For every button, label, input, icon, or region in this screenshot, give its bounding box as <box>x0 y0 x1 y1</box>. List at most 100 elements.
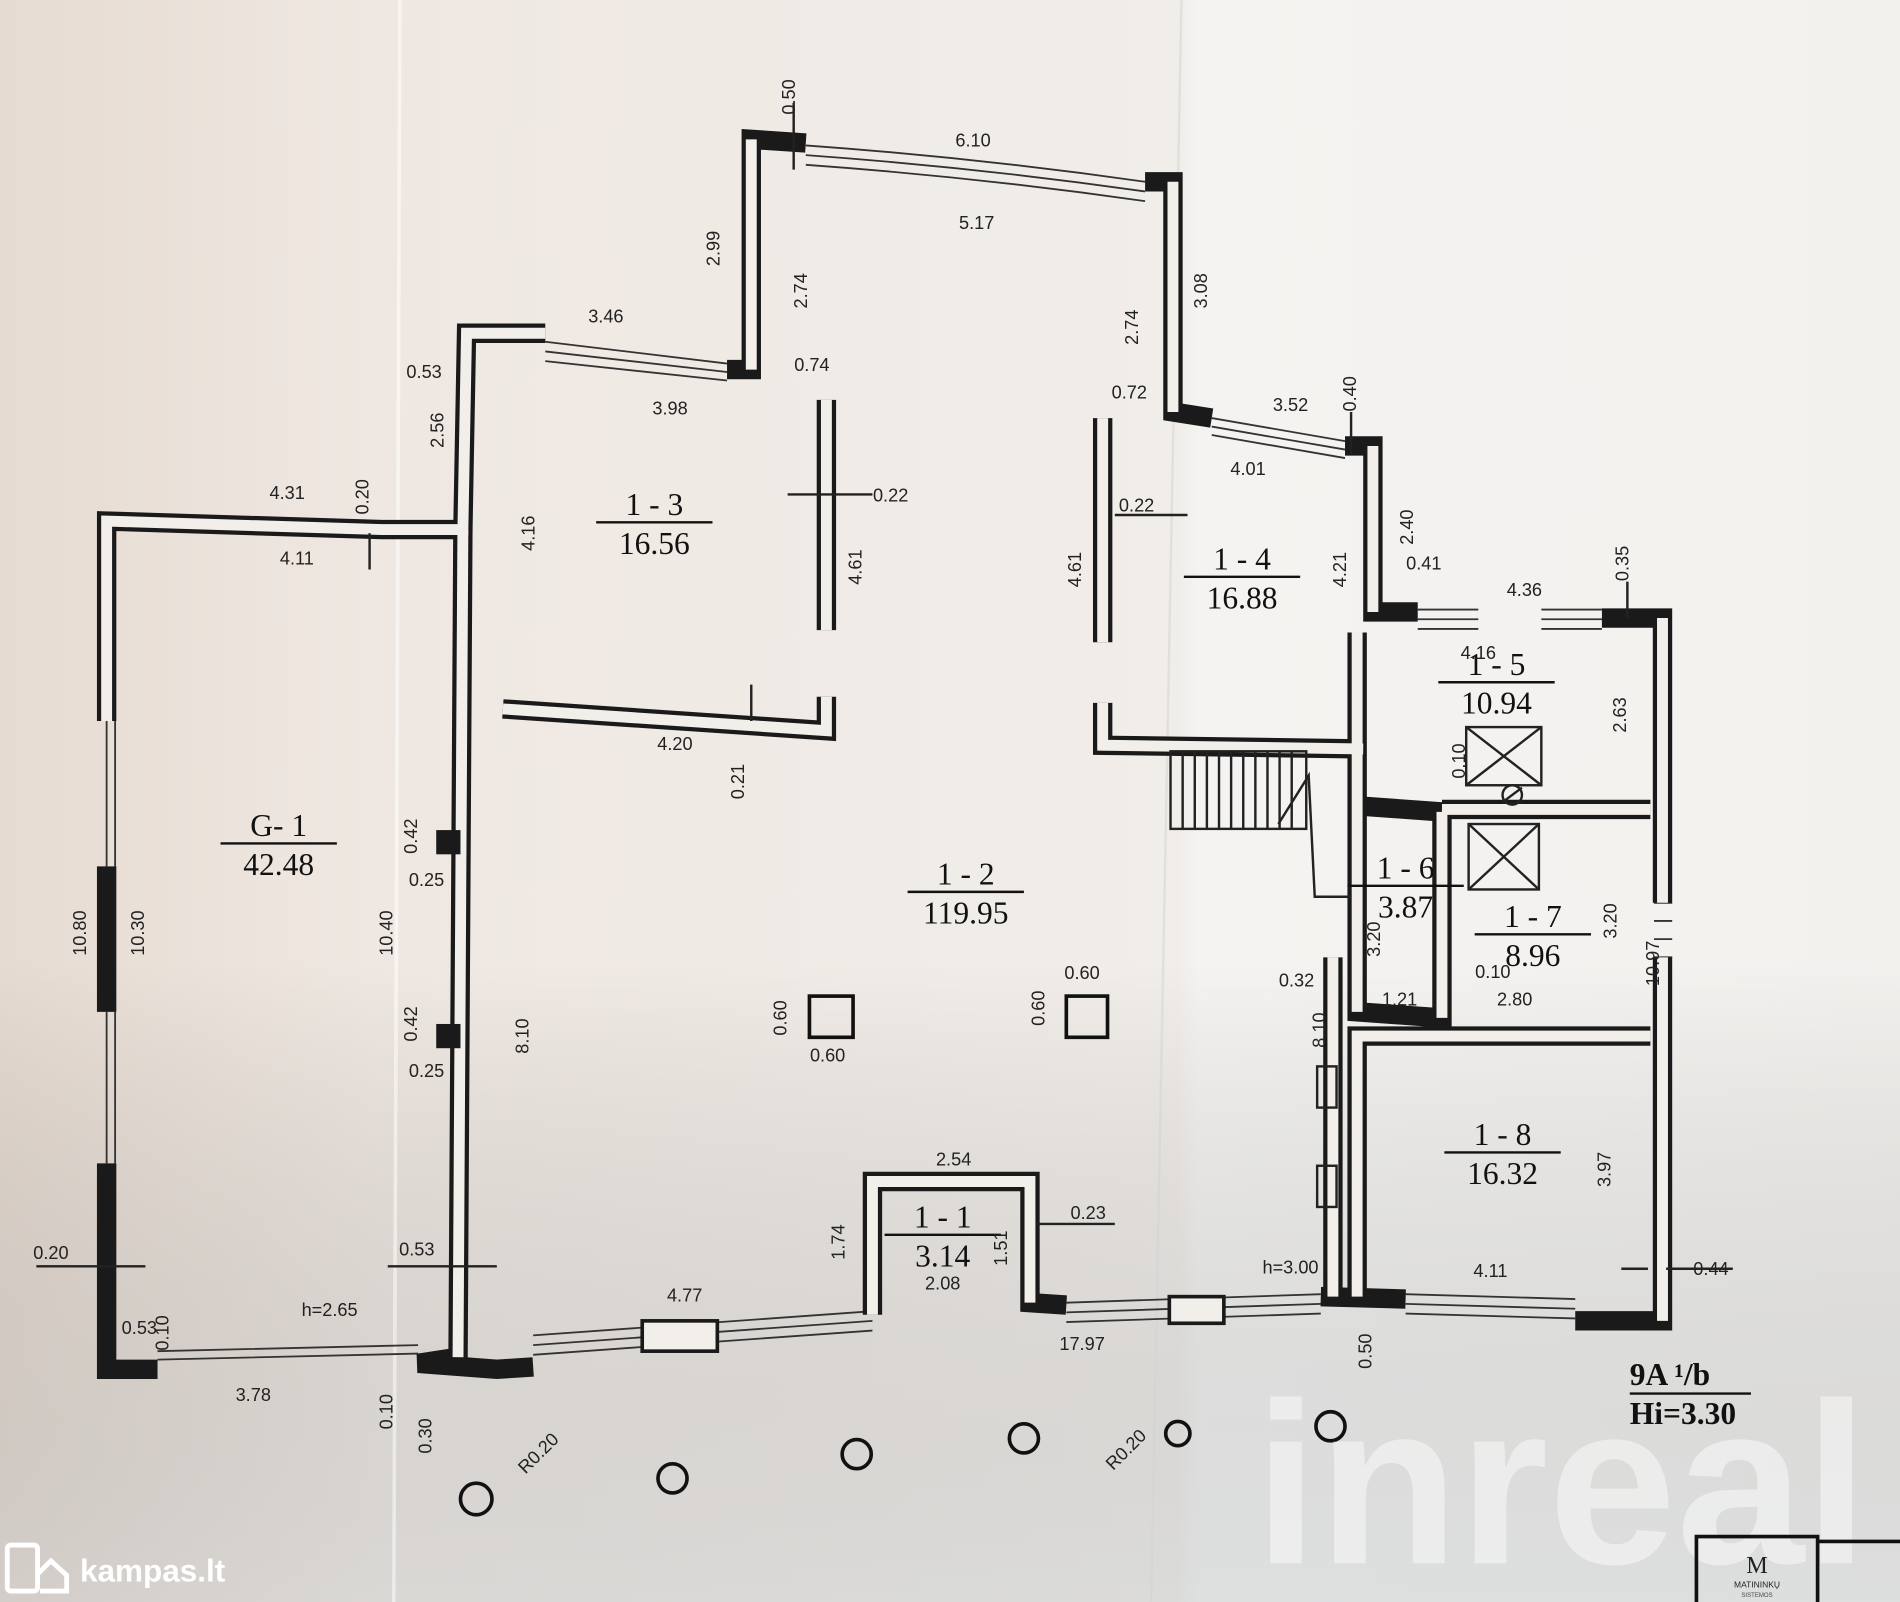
dimension-label: 3.46 <box>588 306 623 326</box>
dimension-label: 0.53 <box>122 1318 157 1338</box>
dimension-label: 0.72 <box>1112 383 1147 403</box>
dimension-label: 8.10 <box>512 1018 532 1053</box>
room-id: 1 - 2 <box>937 857 995 892</box>
dimension-label: 0.20 <box>352 479 372 514</box>
room-area: 42.48 <box>243 847 314 882</box>
dimension-label: 3.52 <box>1273 395 1308 415</box>
room-area: 119.95 <box>923 895 1008 930</box>
dimension-label: 0.44 <box>1693 1259 1728 1279</box>
dimension-label: 0.41 <box>1406 553 1441 573</box>
room-label: 1 - 510.94 <box>1438 647 1555 721</box>
dimension-label: 4.11 <box>1473 1261 1507 1281</box>
dimension-label: 2.08 <box>925 1273 960 1293</box>
dimension-label: 2.54 <box>936 1150 971 1170</box>
dimension-label: 2.63 <box>1610 697 1630 732</box>
dimension-label: 6.10 <box>955 131 990 151</box>
dimension-label: 10.97 <box>1643 941 1663 986</box>
room-label: 1 - 3 16.56 <box>596 487 713 561</box>
dimension-label: 0.25 <box>409 870 444 890</box>
room-id: 1 - 8 <box>1474 1117 1532 1152</box>
room-label: 1 - 416.88 <box>1183 542 1301 615</box>
dimension-label: 0.53 <box>406 362 441 382</box>
dimension-label: 3.78 <box>236 1385 271 1405</box>
dimension-label: 0.23 <box>1070 1203 1105 1223</box>
dimension-label: 0.10 <box>1449 743 1469 778</box>
room-id: 1 - 1 <box>914 1200 972 1235</box>
dimension-label: 3.97 <box>1594 1152 1614 1187</box>
dimension-label: 10.30 <box>128 910 148 955</box>
dimension-label: 8.10 <box>1310 1012 1330 1047</box>
sheet-code: 9A ¹/b <box>1630 1357 1710 1392</box>
inreal-watermark: inreal <box>1254 1355 1868 1602</box>
dimension-label: 0.35 <box>1613 546 1633 581</box>
dimension-label: 3.20 <box>1364 921 1384 956</box>
dimension-label: 0.53 <box>399 1239 434 1259</box>
room-area: 3.14 <box>915 1238 970 1273</box>
column <box>1064 994 1110 1040</box>
dimension-label: 0.50 <box>779 79 799 114</box>
room-area: 8.96 <box>1505 938 1560 973</box>
surveyor-logo-text: MATININKŲ <box>1734 1579 1780 1589</box>
dimension-label: 5.17 <box>959 213 994 233</box>
ceiling-height: Hi=3.30 <box>1630 1396 1736 1431</box>
dimension-label: 4.16 <box>518 516 538 551</box>
dimension-label: 4.01 <box>1230 459 1265 479</box>
dimension-label: 0.22 <box>873 486 908 506</box>
dimension-ticks <box>36 103 1733 1270</box>
dimension-label: 0.10 <box>152 1315 172 1350</box>
dimension-label: 0.42 <box>401 1006 421 1041</box>
dimension-label: h=3.00 <box>1262 1258 1318 1278</box>
stairs <box>1169 750 1352 898</box>
dimension-label: 2.99 <box>704 231 724 266</box>
dimension-label: h=2.65 <box>302 1300 358 1320</box>
surveyor-logo-box <box>1694 1534 1820 1602</box>
room-label: 1 - 7 8.96 <box>1474 899 1592 973</box>
room-id: 1 - 4 <box>1213 542 1271 577</box>
dimension-label: 17.97 <box>1059 1334 1104 1354</box>
dimension-label: 4.16 <box>1461 643 1496 663</box>
dimension-label: 1.21 <box>1382 990 1417 1010</box>
dimension-label: 3.08 <box>1191 273 1211 308</box>
dimension-label: 3.20 <box>1600 903 1620 938</box>
dimension-label: 0.20 <box>33 1243 68 1263</box>
kampas-logo-icon <box>4 1542 70 1594</box>
dimension-label: 4.21 <box>1330 552 1350 587</box>
room-area: 16.56 <box>619 526 690 561</box>
room-label: 1 - 13.14 <box>884 1200 1001 1273</box>
dimension-label: 1.74 <box>829 1224 849 1259</box>
dimension-label: 4.77 <box>667 1285 702 1305</box>
meter-icon <box>1315 1164 1338 1209</box>
dimension-label: 4.11 <box>280 549 314 569</box>
dimension-label: 0.22 <box>1119 495 1154 515</box>
dimension-label: 4.20 <box>657 734 692 754</box>
dimension-label: 0.60 <box>1028 991 1048 1026</box>
meter-icon <box>1315 1065 1338 1109</box>
pile-markers <box>458 1409 1347 1517</box>
dimension-label: 2.80 <box>1497 990 1532 1010</box>
room-id: 1 - 7 <box>1504 899 1562 934</box>
room-id: 1 - 3 <box>625 487 683 522</box>
room-id: 1 - 5 <box>1468 647 1526 682</box>
ventilation-icon <box>1467 822 1541 891</box>
boiler-icon <box>1464 725 1543 806</box>
room-area: 16.32 <box>1467 1156 1538 1191</box>
dimension-label: 4.31 <box>270 483 305 503</box>
dimension-label: 0.32 <box>1279 970 1314 990</box>
dimension-label: 0.40 <box>1340 376 1360 411</box>
room-id: 1 - 6 <box>1377 851 1435 886</box>
dimension-label: 0.50 <box>1356 1333 1376 1368</box>
column <box>807 994 855 1040</box>
dimension-label: 1.51 <box>991 1230 1011 1265</box>
dimension-label: 10.80 <box>70 910 90 955</box>
dimension-label: 3.98 <box>652 398 687 418</box>
dimension-label: 4.61 <box>1065 552 1085 587</box>
dimension-label: 0.60 <box>810 1045 845 1065</box>
dimension-label: 2.74 <box>1122 310 1142 345</box>
room-area: 16.88 <box>1207 580 1278 615</box>
dimension-label: 2.40 <box>1397 509 1417 544</box>
room-id: G- 1 <box>250 808 307 843</box>
dimension-label: 0.60 <box>1064 963 1099 983</box>
kampas-watermark: kampas.lt <box>80 1552 226 1588</box>
